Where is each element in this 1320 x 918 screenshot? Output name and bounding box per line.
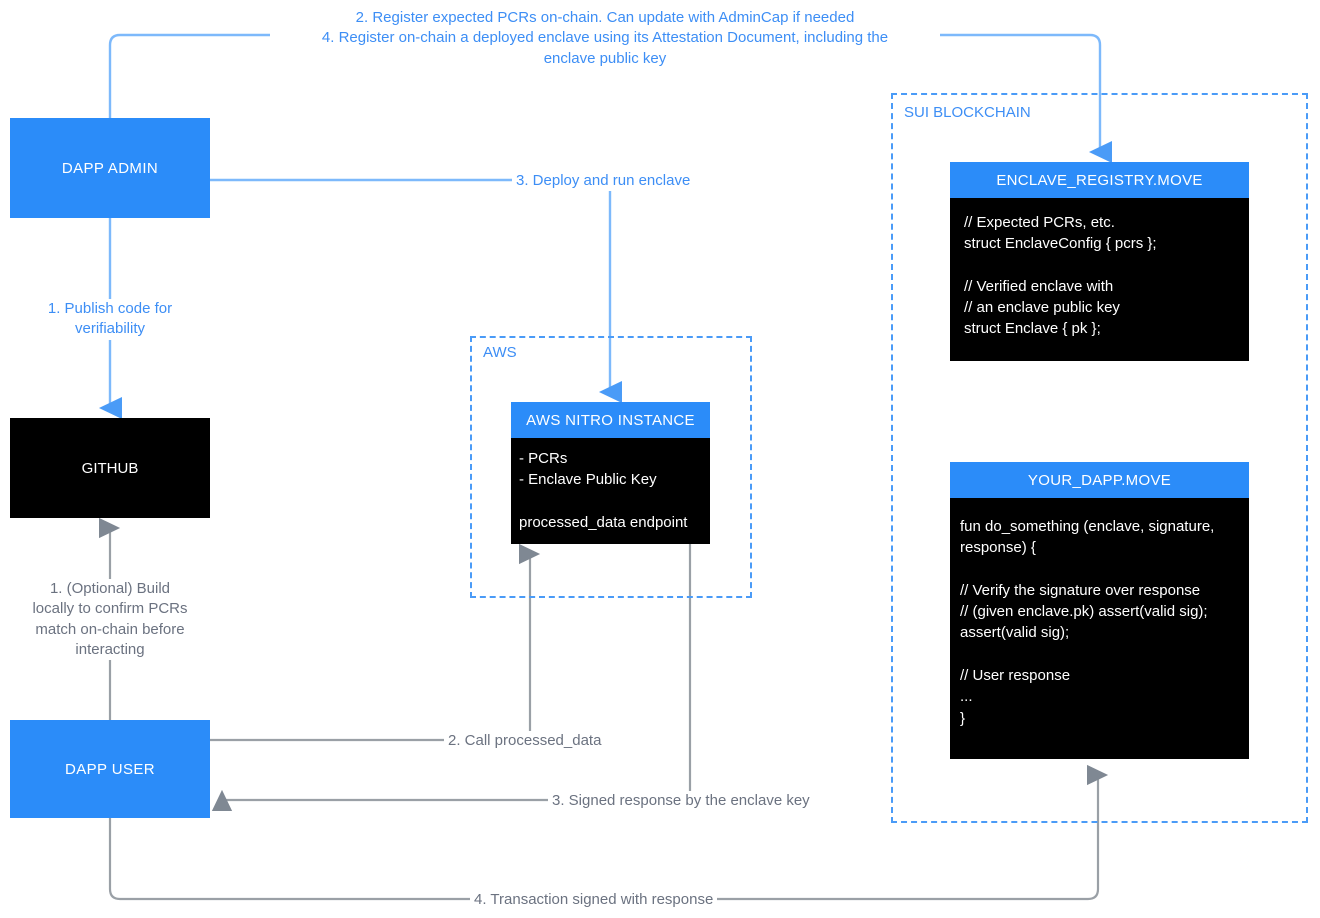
node-enclave-registry-move[interactable]: ENCLAVE_REGISTRY.MOVE // Expected PCRs, … (950, 162, 1249, 361)
node-your-dapp-move[interactable]: YOUR_DAPP.MOVE fun do_something (enclave… (950, 462, 1249, 759)
group-aws (470, 336, 752, 598)
node-aws-nitro-instance[interactable]: AWS NITRO INSTANCE - PCRs - Enclave Publ… (511, 402, 710, 544)
edge-label-enclave-to-user: 3. Signed response by the enclave key (548, 791, 814, 812)
group-sui-blockchain-label: SUI BLOCKCHAIN (899, 104, 1036, 121)
edge-label-user-to-enclave: 2. Call processed_data (444, 731, 606, 752)
edge-label-admin-to-registry: 2. Register expected PCRs on-chain. Can … (270, 8, 940, 69)
node-aws-nitro-header: AWS NITRO INSTANCE (511, 402, 710, 438)
node-your-dapp-body: fun do_something (enclave, signature, re… (950, 498, 1249, 759)
node-enclave-registry-body: // Expected PCRs, etc. struct EnclaveCon… (950, 198, 1249, 361)
node-dapp-user-label: DAPP USER (64, 760, 156, 778)
edge-label-admin-to-github: 1. Publish code for verifiability (20, 299, 200, 340)
edge-label-admin-to-enclave: 3. Deploy and run enclave (512, 171, 695, 192)
node-dapp-admin[interactable]: DAPP ADMIN (10, 118, 210, 218)
node-github[interactable]: GITHUB (10, 418, 210, 518)
node-github-label: GITHUB (81, 459, 139, 477)
edge-label-user-to-dapp-move: 4. Transaction signed with response (470, 890, 718, 911)
group-aws-label: AWS (478, 344, 522, 361)
node-enclave-registry-header: ENCLAVE_REGISTRY.MOVE (950, 162, 1249, 198)
node-dapp-admin-label: DAPP ADMIN (61, 159, 159, 177)
node-aws-nitro-body: - PCRs - Enclave Public Key processed_da… (511, 438, 710, 544)
edge-label-user-to-github: 1. (Optional) Build locally to confirm P… (14, 579, 206, 660)
group-sui-blockchain (891, 93, 1308, 823)
node-your-dapp-header: YOUR_DAPP.MOVE (950, 462, 1249, 498)
node-dapp-user[interactable]: DAPP USER (10, 720, 210, 818)
